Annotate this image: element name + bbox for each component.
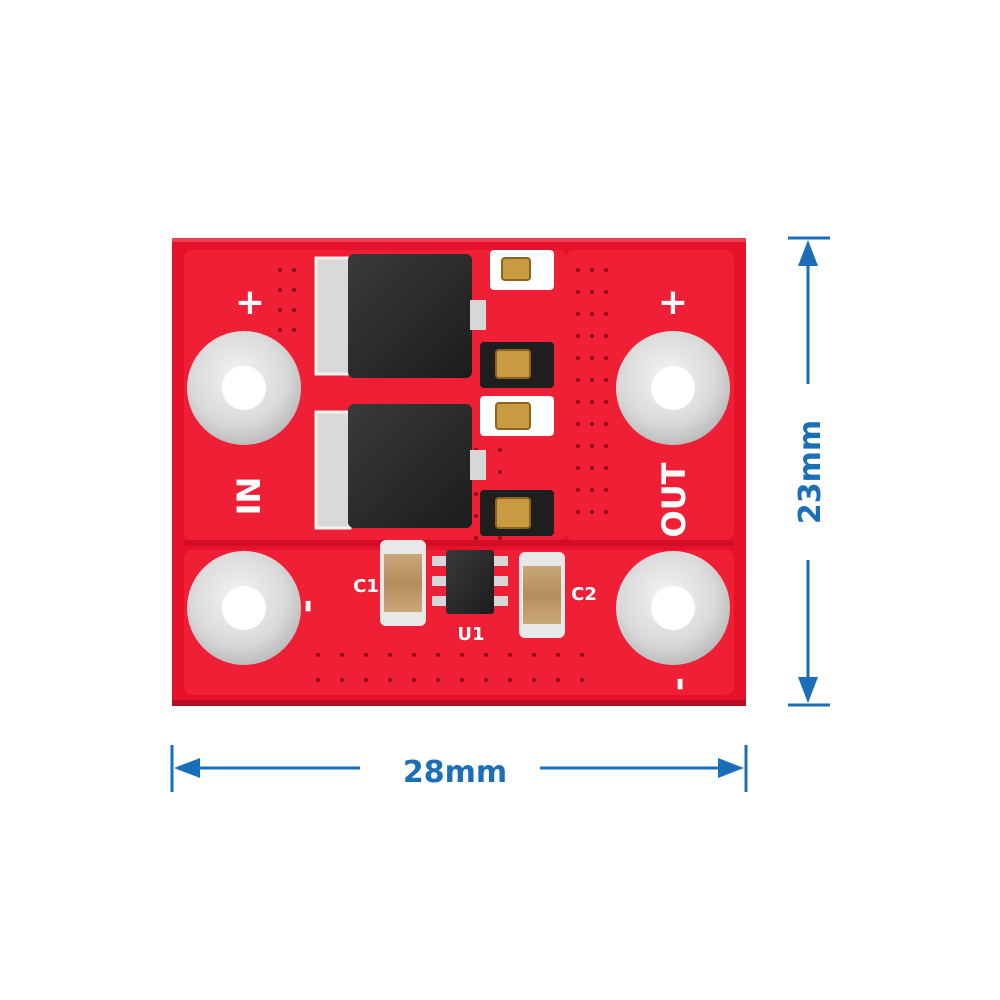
- silk-label-in: IN: [230, 477, 268, 516]
- terminal-pad-in-minus: [187, 551, 301, 665]
- height-dimension: [788, 236, 830, 707]
- via-dots: [278, 268, 608, 682]
- silk-u1: U1: [457, 624, 484, 645]
- capacitor-c1: [380, 540, 426, 626]
- silk-plus-in: +: [235, 282, 265, 323]
- silk-c2: C2: [571, 584, 597, 605]
- mosfet-q1: [314, 250, 554, 388]
- terminal-pad-out-minus: [616, 551, 730, 665]
- silk-label-out: OUT: [655, 462, 693, 537]
- width-label: 28mm: [403, 755, 507, 790]
- terminal-pad-out-plus: [616, 331, 730, 445]
- width-dimension: [170, 745, 748, 792]
- silk-c1: C1: [353, 576, 379, 597]
- height-label: 23mm: [793, 420, 828, 524]
- capacitor-c2: [519, 552, 565, 638]
- ic-u1: [432, 550, 508, 614]
- mosfet-q2: [314, 396, 554, 536]
- silk-plus-out: +: [658, 282, 688, 323]
- silk-minus-in: -: [287, 599, 327, 613]
- silk-minus-out: -: [659, 677, 699, 691]
- terminal-pad-in-plus: [187, 331, 301, 445]
